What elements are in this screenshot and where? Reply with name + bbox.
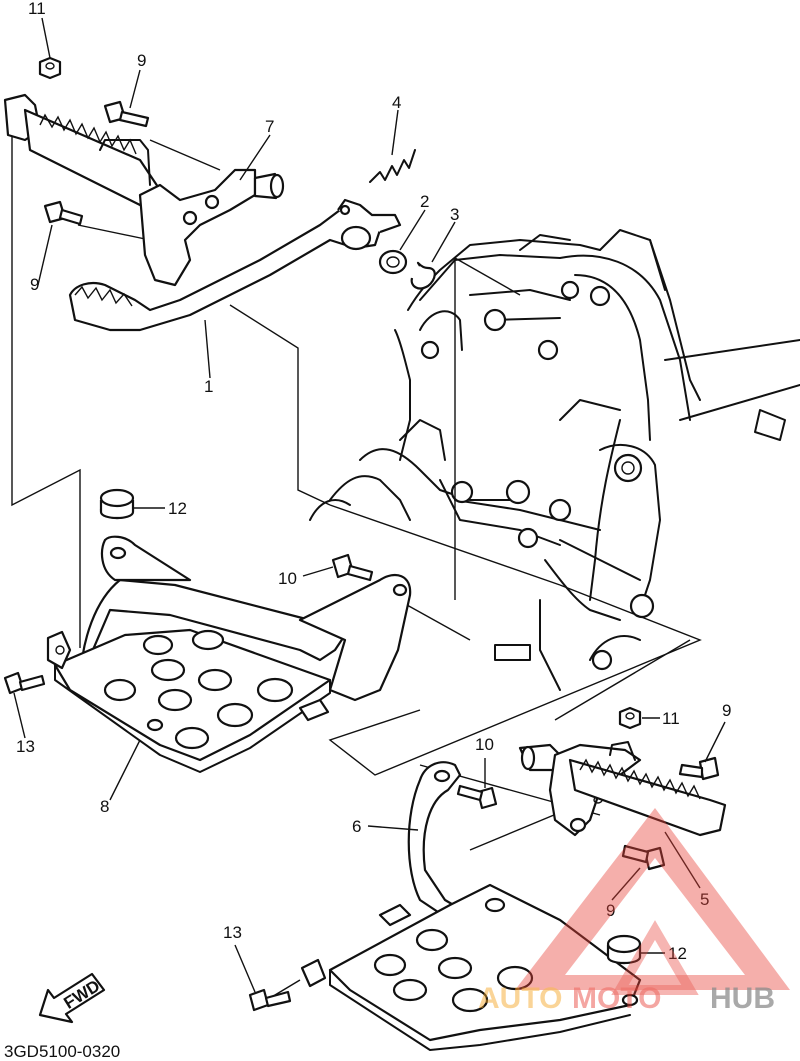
bolt-13-right <box>248 988 292 1012</box>
grommet-12-right <box>606 934 642 965</box>
callout-9-bottom: 9 <box>606 901 615 920</box>
callout-7: 7 <box>265 117 274 136</box>
watermark-hub: HUB <box>710 982 775 1015</box>
callout-9-right: 9 <box>722 701 731 720</box>
callout-3: 3 <box>450 205 459 224</box>
footrest-guard-right <box>300 761 642 1051</box>
callout-labels: 11 9 4 7 2 3 9 1 12 10 13 8 10 11 9 6 5 … <box>16 0 731 963</box>
bolt-9-left <box>43 200 84 226</box>
bolt-9-bottom <box>621 844 666 871</box>
callout-5: 5 <box>700 890 709 909</box>
leader-lines <box>11 130 702 999</box>
watermark-auto: AUTO <box>478 982 562 1015</box>
fwd-arrow-icon: FWD <box>38 972 106 1024</box>
callout-leaders <box>13 17 726 993</box>
bolt-10-right <box>456 784 498 810</box>
bolt-10-left <box>331 553 374 582</box>
callout-4: 4 <box>392 93 401 112</box>
callout-2: 2 <box>420 192 429 211</box>
step-bracket-left <box>3 93 285 287</box>
callout-10-left: 10 <box>278 569 297 588</box>
drawing-code: 3GD5100-0320 <box>4 1042 120 1061</box>
footrest-guard-left <box>46 535 412 773</box>
bolt-9-top <box>103 100 150 128</box>
nut-11-top <box>38 56 62 80</box>
spring-and-washers <box>369 149 436 290</box>
callout-13-right: 13 <box>223 923 242 942</box>
grommet-12-left <box>99 488 135 520</box>
nut-11-right <box>618 706 642 730</box>
callout-9-left: 9 <box>30 275 39 294</box>
callout-11-top: 11 <box>28 0 46 18</box>
callout-9-top: 9 <box>137 51 146 70</box>
callout-11-right: 11 <box>662 709 680 728</box>
callout-12-right: 12 <box>668 944 687 963</box>
step-bracket-right <box>518 741 727 837</box>
bolt-9-right <box>678 756 720 781</box>
callout-12-left: 12 <box>168 499 187 518</box>
automotohub-watermark: AUTO MOTO HUB <box>478 808 790 1015</box>
callout-13-left: 13 <box>16 737 35 756</box>
frame-structure <box>309 229 800 691</box>
callout-1: 1 <box>204 377 213 396</box>
brake-pedal <box>68 198 402 332</box>
callout-10-right: 10 <box>475 735 494 754</box>
watermark-triangle-icon <box>515 808 790 990</box>
bolt-13-left <box>3 671 46 695</box>
callout-6: 6 <box>352 817 361 836</box>
callout-8: 8 <box>100 797 109 816</box>
watermark-moto: MOTO <box>572 982 661 1015</box>
